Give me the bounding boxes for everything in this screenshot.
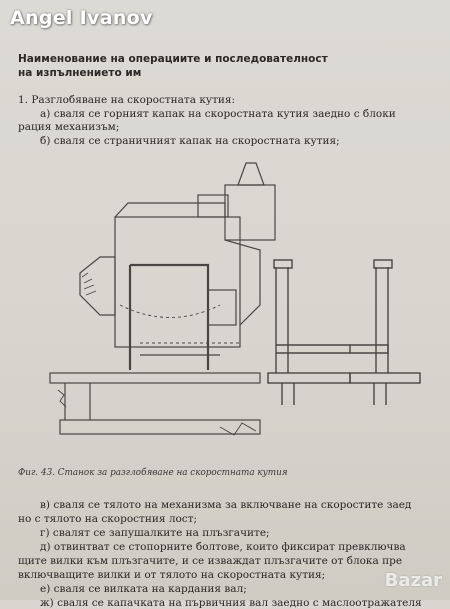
step-g: г) свалят се запушалките на плъзгачите; xyxy=(40,527,270,539)
gearbox-stand-left xyxy=(49,162,276,436)
step-d-line-3: включващите вилки и от тялото на скорост… xyxy=(18,569,326,581)
drawing-upper-cap xyxy=(237,162,265,186)
drawing-right-foot xyxy=(373,383,387,405)
drawing-base-platform xyxy=(49,372,261,384)
step-a-line-2: рация механизъм; xyxy=(18,121,120,133)
drawing-break-line-left xyxy=(57,389,67,408)
section-1-title: 1. Разглобяване на скоростната кутия: xyxy=(18,94,236,106)
drawing-stand-post xyxy=(275,267,289,373)
drawing-stand-base xyxy=(267,372,351,384)
machine-stand-drawing xyxy=(49,162,421,436)
step-d-line-1: д) отвинтват се стопорните болтове, коит… xyxy=(40,541,406,553)
step-v-line-1: в) сваля се тялото на механизма за включ… xyxy=(40,499,412,511)
drawing-base-leg xyxy=(64,383,91,420)
seller-watermark: Angel Ivanov xyxy=(10,7,153,29)
step-zh: ж) сваля се капачката на първичния вал з… xyxy=(40,597,422,609)
drawing-gearbox-body xyxy=(114,216,241,348)
drawing-side-flange xyxy=(224,239,261,326)
drawing-bell-hatching xyxy=(81,272,97,296)
drawing-control-housing xyxy=(224,184,276,241)
step-v-line-2: но с тялото на скоростния лост; xyxy=(18,513,198,525)
bazar-logo-text: Bazar xyxy=(384,570,442,591)
heading-line-2: на изпълнението им xyxy=(18,67,142,79)
figure-caption: Фиг. 43. Станок за разглобяване на скоро… xyxy=(18,468,288,478)
drawing-right-base xyxy=(349,372,421,384)
drawing-hidden-lines xyxy=(119,304,240,344)
drawing-cover-block xyxy=(197,194,229,218)
bazar-logo: Bazar xyxy=(336,566,446,596)
stand-side-view xyxy=(267,259,421,405)
step-b: б) сваля се страничният капак на скорост… xyxy=(40,135,340,147)
step-e: е) сваля се вилката на кардания вал; xyxy=(40,583,247,595)
drawing-lower-beam xyxy=(59,419,261,435)
drawing-stand-foot xyxy=(281,383,295,405)
drawing-gearbox-top xyxy=(114,202,226,218)
drawing-stand-arm xyxy=(276,344,351,354)
drawing-right-post xyxy=(375,267,389,373)
section-heading: Наименование на операциите и последовате… xyxy=(18,52,438,80)
drawing-bell-housing xyxy=(79,256,116,316)
drawing-clamp-frame xyxy=(128,263,210,370)
step-d-line-2: щите вилки към плъзгачите, и се изваждат… xyxy=(18,555,403,567)
step-a-line-1: а) сваля се горният капак на скоростната… xyxy=(40,108,396,120)
drawing-right-arm xyxy=(350,344,389,354)
drawing-clamp-plate xyxy=(207,289,237,326)
drawing-break-line xyxy=(219,422,257,436)
drawing-right-cap xyxy=(373,259,393,269)
heading-line-1: Наименование на операциите и последовате… xyxy=(18,53,328,65)
drawing-stand-cap xyxy=(273,259,293,269)
